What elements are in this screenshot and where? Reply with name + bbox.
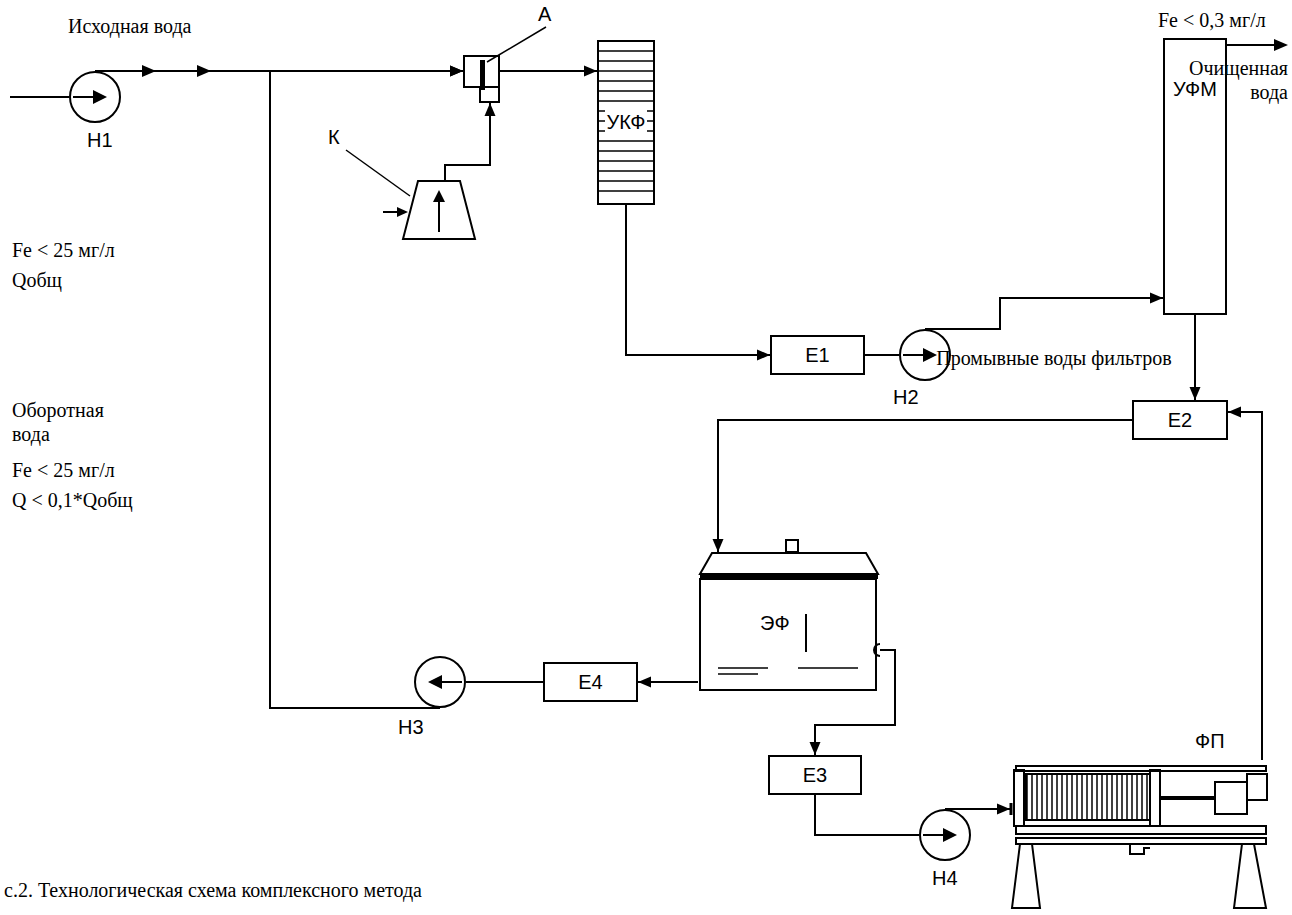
air-inlet-arrow <box>397 207 408 217</box>
flow-connector <box>445 103 496 180</box>
arrow-head <box>1150 293 1163 304</box>
node-label: Н3 <box>398 716 424 739</box>
tank-box: Е3 <box>768 755 862 795</box>
annotation: Fe < 25 мг/л <box>12 458 115 482</box>
node-outline <box>414 656 466 708</box>
tank-box: Е4 <box>543 662 638 702</box>
arrow-head <box>997 804 1010 815</box>
node-outline <box>919 809 971 861</box>
arrow-head <box>450 66 463 77</box>
connector-line <box>718 420 1132 552</box>
arrow-head <box>485 103 496 116</box>
flow-connector <box>1228 407 1262 761</box>
flow-connector <box>500 66 597 77</box>
node-outline <box>69 71 121 123</box>
node-outline <box>402 180 476 240</box>
connector-line <box>815 795 919 835</box>
flow-connector <box>1190 315 1201 400</box>
filter-column: УКФ <box>597 40 655 205</box>
connector-line <box>270 71 463 708</box>
flow-connector <box>810 650 896 755</box>
node-label: К <box>328 126 340 149</box>
node-label: Е3 <box>803 764 827 787</box>
annotation: Fe < 25 мг/л <box>12 238 115 262</box>
arrow-head <box>1228 407 1241 418</box>
node-label: ФП <box>1195 730 1225 753</box>
node-label: ЭФ <box>760 612 790 635</box>
flow-connector <box>925 293 1163 330</box>
filter-press: ФП <box>1010 760 1272 910</box>
node-label: УКФ <box>605 110 648 135</box>
tank-box: Е2 <box>1132 400 1228 440</box>
air-inlet <box>383 211 398 213</box>
outlet-arrow <box>1274 39 1288 51</box>
node-label: УФМ <box>1173 78 1217 101</box>
annotation: Qобщ <box>12 268 62 292</box>
inlet-line <box>10 96 69 98</box>
annotation: Очищенная вода <box>1186 56 1288 104</box>
outlet-line <box>1227 44 1276 46</box>
arrow-head <box>584 66 597 77</box>
pump-symbol: Н1 <box>69 71 121 123</box>
node-label: А <box>538 3 551 26</box>
pump-symbol: Н3 <box>414 656 466 708</box>
node-label: Е1 <box>805 344 829 367</box>
flow-connector <box>865 355 899 356</box>
node-label: Н2 <box>893 386 919 409</box>
node-outline <box>1010 760 1272 910</box>
electroflotator: ЭФ <box>698 552 880 692</box>
connector-line <box>466 681 543 683</box>
flow-connector <box>270 66 463 709</box>
connector-line <box>1228 412 1262 760</box>
annotation: Q < 0,1*Qобщ <box>12 488 133 512</box>
connector-line <box>445 103 490 180</box>
annotation: Исходная вода <box>68 14 191 38</box>
node-label: Е4 <box>578 671 602 694</box>
flow-connector <box>466 682 543 683</box>
annotation: Fe < 0,3 мг/л <box>1158 8 1266 32</box>
pump-symbol: Н4 <box>919 809 971 861</box>
node-label: Е2 <box>1168 409 1192 432</box>
annotation: Оборотная вода <box>12 398 124 446</box>
compressor-symbol: К <box>402 180 476 240</box>
figure-caption: с.2. Технологическая схема комплексного … <box>4 878 422 902</box>
flow-connector <box>815 795 919 835</box>
arrow-head <box>757 350 770 361</box>
mixer-symbol: А <box>463 55 500 103</box>
annotation: Промывные воды фильтров <box>936 346 1172 370</box>
filter-column: УФМ <box>1163 38 1227 315</box>
flow-connector <box>638 677 698 688</box>
connector-line <box>925 298 1163 329</box>
node-label: Н1 <box>87 129 113 152</box>
tank-box: Е1 <box>770 335 865 375</box>
arrow-head <box>638 677 651 688</box>
flow-connector <box>626 205 770 361</box>
arrow-head <box>810 742 821 755</box>
node-label: Н4 <box>932 867 958 890</box>
flow-connector <box>713 420 1133 552</box>
arrow-head <box>713 539 724 552</box>
leader-line <box>346 27 546 196</box>
arrow-head <box>450 66 463 77</box>
connector-line <box>865 354 899 356</box>
node-outline <box>463 55 500 103</box>
connector-line <box>626 205 770 355</box>
arrow-head <box>1190 387 1201 400</box>
connector-line <box>815 650 895 755</box>
connector-line <box>500 70 597 72</box>
